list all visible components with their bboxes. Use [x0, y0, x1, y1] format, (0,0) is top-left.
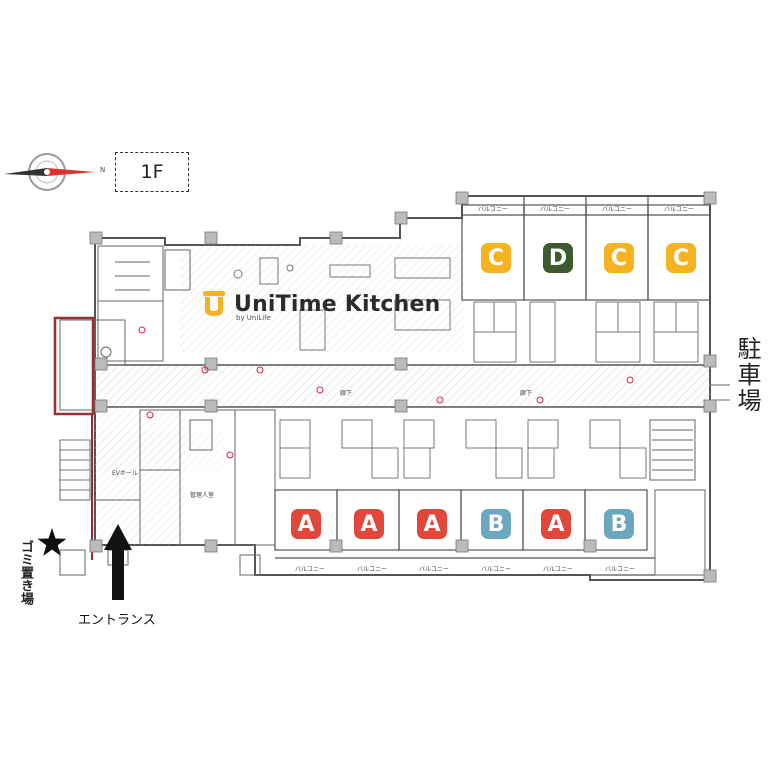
brand-name: UniTime Kitchen: [234, 291, 441, 317]
compass-icon: [4, 153, 95, 191]
top-balcony-label-4: バルコニー: [664, 206, 694, 213]
bottom-balcony-label-2: バルコニー: [357, 566, 387, 573]
unit-badge-bottom-6: B: [604, 509, 634, 539]
unit-badge-top-3: C: [604, 243, 634, 273]
corridor-label-1: 廊下: [340, 390, 353, 397]
parking-label: 駐車場: [733, 336, 761, 414]
bottom-balcony-label-5: バルコニー: [543, 566, 573, 573]
pot-icon: [203, 291, 225, 316]
corridor-label-2: 廊下: [520, 390, 533, 397]
unit-badge-top-1: C: [481, 243, 511, 273]
top-balcony-label-3: バルコニー: [602, 206, 632, 213]
top-balcony-label-1: バルコニー: [478, 206, 508, 213]
bottom-balcony-label-1: バルコニー: [295, 566, 325, 573]
bottom-balcony-label-3: バルコニー: [419, 566, 449, 573]
unit-badge-bottom-2: A: [354, 509, 384, 539]
unit-badge-top-2: D: [543, 243, 573, 273]
storage-label: 管理人室: [190, 492, 215, 499]
unit-badge-bottom-4: B: [481, 509, 511, 539]
entrance-label: エントランス: [78, 613, 156, 628]
top-balcony-label-2: バルコニー: [540, 206, 570, 213]
bottom-balcony-label-4: バルコニー: [481, 566, 511, 573]
brand-sub: by UniLife: [236, 314, 271, 322]
trash-area-label: ゴミ置き場: [18, 540, 33, 605]
trash-star-icon: [37, 528, 67, 556]
hall-label: EVホール: [112, 470, 138, 477]
unit-badge-bottom-5: A: [541, 509, 571, 539]
floor-label: 1F: [115, 152, 189, 192]
compass-north-letter: N: [100, 166, 106, 174]
compass: N: [0, 145, 110, 205]
brand-logo: UniTime Kitchen by UniLife: [200, 290, 441, 322]
unit-badge-bottom-1: A: [291, 509, 321, 539]
unit-badge-bottom-3: A: [417, 509, 447, 539]
bottom-balcony-label-6: バルコニー: [605, 566, 635, 573]
entrance-arrow: [104, 524, 132, 600]
unit-badge-top-4: C: [666, 243, 696, 273]
